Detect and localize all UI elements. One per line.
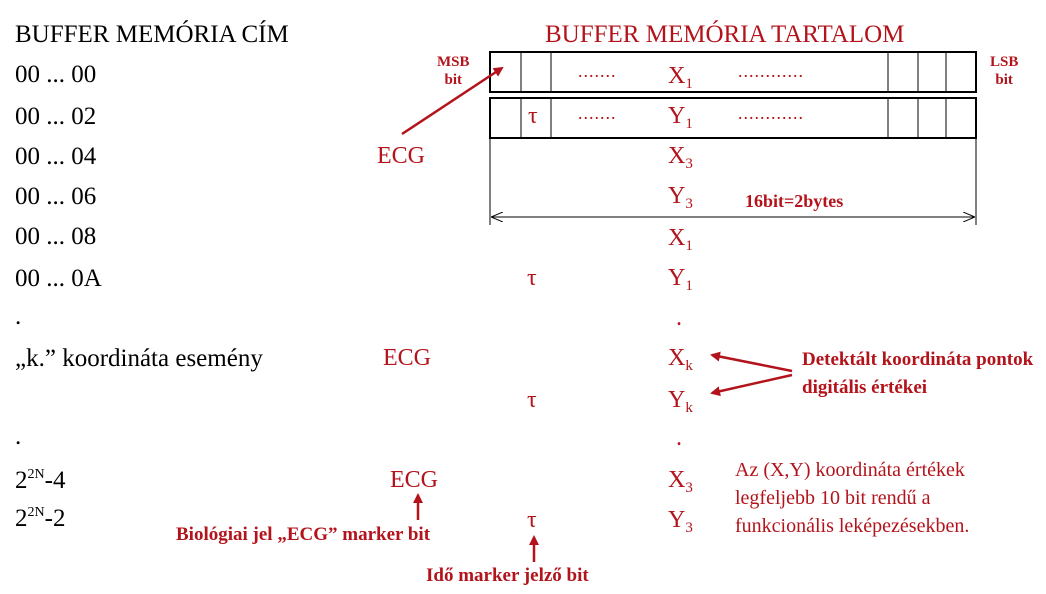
note-annotation: Az (X,Y) koordináta értékek legfeljebb 1… <box>735 459 970 537</box>
address-header: BUFFER MEMÓRIA CÍM <box>15 21 289 48</box>
detected-arrow-yk <box>710 373 793 397</box>
value-x3: X3 <box>668 467 693 496</box>
address-row: 00 ... 04 <box>15 143 97 170</box>
address-row: 00 ... 0A <box>15 265 102 292</box>
msb-label: MSB bit <box>437 54 470 88</box>
address-row: 00 ... 08 <box>15 223 97 250</box>
address-row: 00 ... 02 <box>15 103 97 130</box>
ellipsis-dot: . <box>676 425 682 451</box>
address-row: 00 ... 06 <box>15 183 97 210</box>
tau-bit: τ <box>528 103 538 129</box>
register-y1 <box>489 97 977 139</box>
value-x1: X1 <box>668 225 693 254</box>
detected-arrow-xk <box>710 351 793 373</box>
time-marker-label: Idő marker jelző bit <box>426 565 589 586</box>
width-dimension <box>489 138 977 225</box>
ecg-marker: ECG <box>377 143 425 169</box>
value-yk: Yk <box>668 387 693 416</box>
lsb-label: LSB bit <box>990 54 1019 88</box>
register-dots: ............ <box>738 61 804 81</box>
content-header: BUFFER MEMÓRIA TARTALOM <box>545 21 905 48</box>
ecg-marker: ECG <box>390 467 438 493</box>
ecg-marker: ECG <box>383 345 431 371</box>
value-y1: Y1 <box>668 103 693 132</box>
register-dots: ............ <box>738 103 804 123</box>
width-label: 16bit=2bytes <box>745 191 844 211</box>
value-y1: Y1 <box>668 265 693 294</box>
ellipsis-dot: . <box>676 305 682 331</box>
tau-marker: τ <box>527 387 537 413</box>
tau-marker: τ <box>527 507 537 533</box>
tau-marker: τ <box>527 265 537 291</box>
address-row: 22N-2 <box>15 505 66 532</box>
value-x3: X3 <box>668 143 693 172</box>
ellipsis-dot: . <box>15 423 22 450</box>
ellipsis-dot: . <box>15 303 22 330</box>
value-y3: Y3 <box>668 507 693 536</box>
msb-arrow <box>401 66 504 136</box>
value-x1: X1 <box>668 63 693 92</box>
value-y3: Y3 <box>668 183 693 212</box>
bio-marker-label: Biológiai jel „ECG” marker bit <box>176 524 431 545</box>
k-event-label: „k.” koordináta esemény <box>15 345 263 372</box>
address-row: 00 ... 00 <box>15 61 97 88</box>
register-dots: ....... <box>578 103 617 123</box>
detected-annotation: Detektált koordináta pontok digitális ér… <box>802 349 1034 398</box>
register-x1 <box>489 51 977 93</box>
register-dots: ....... <box>578 61 617 81</box>
value-xk: Xk <box>668 345 693 374</box>
address-row: 22N-4 <box>15 467 66 494</box>
